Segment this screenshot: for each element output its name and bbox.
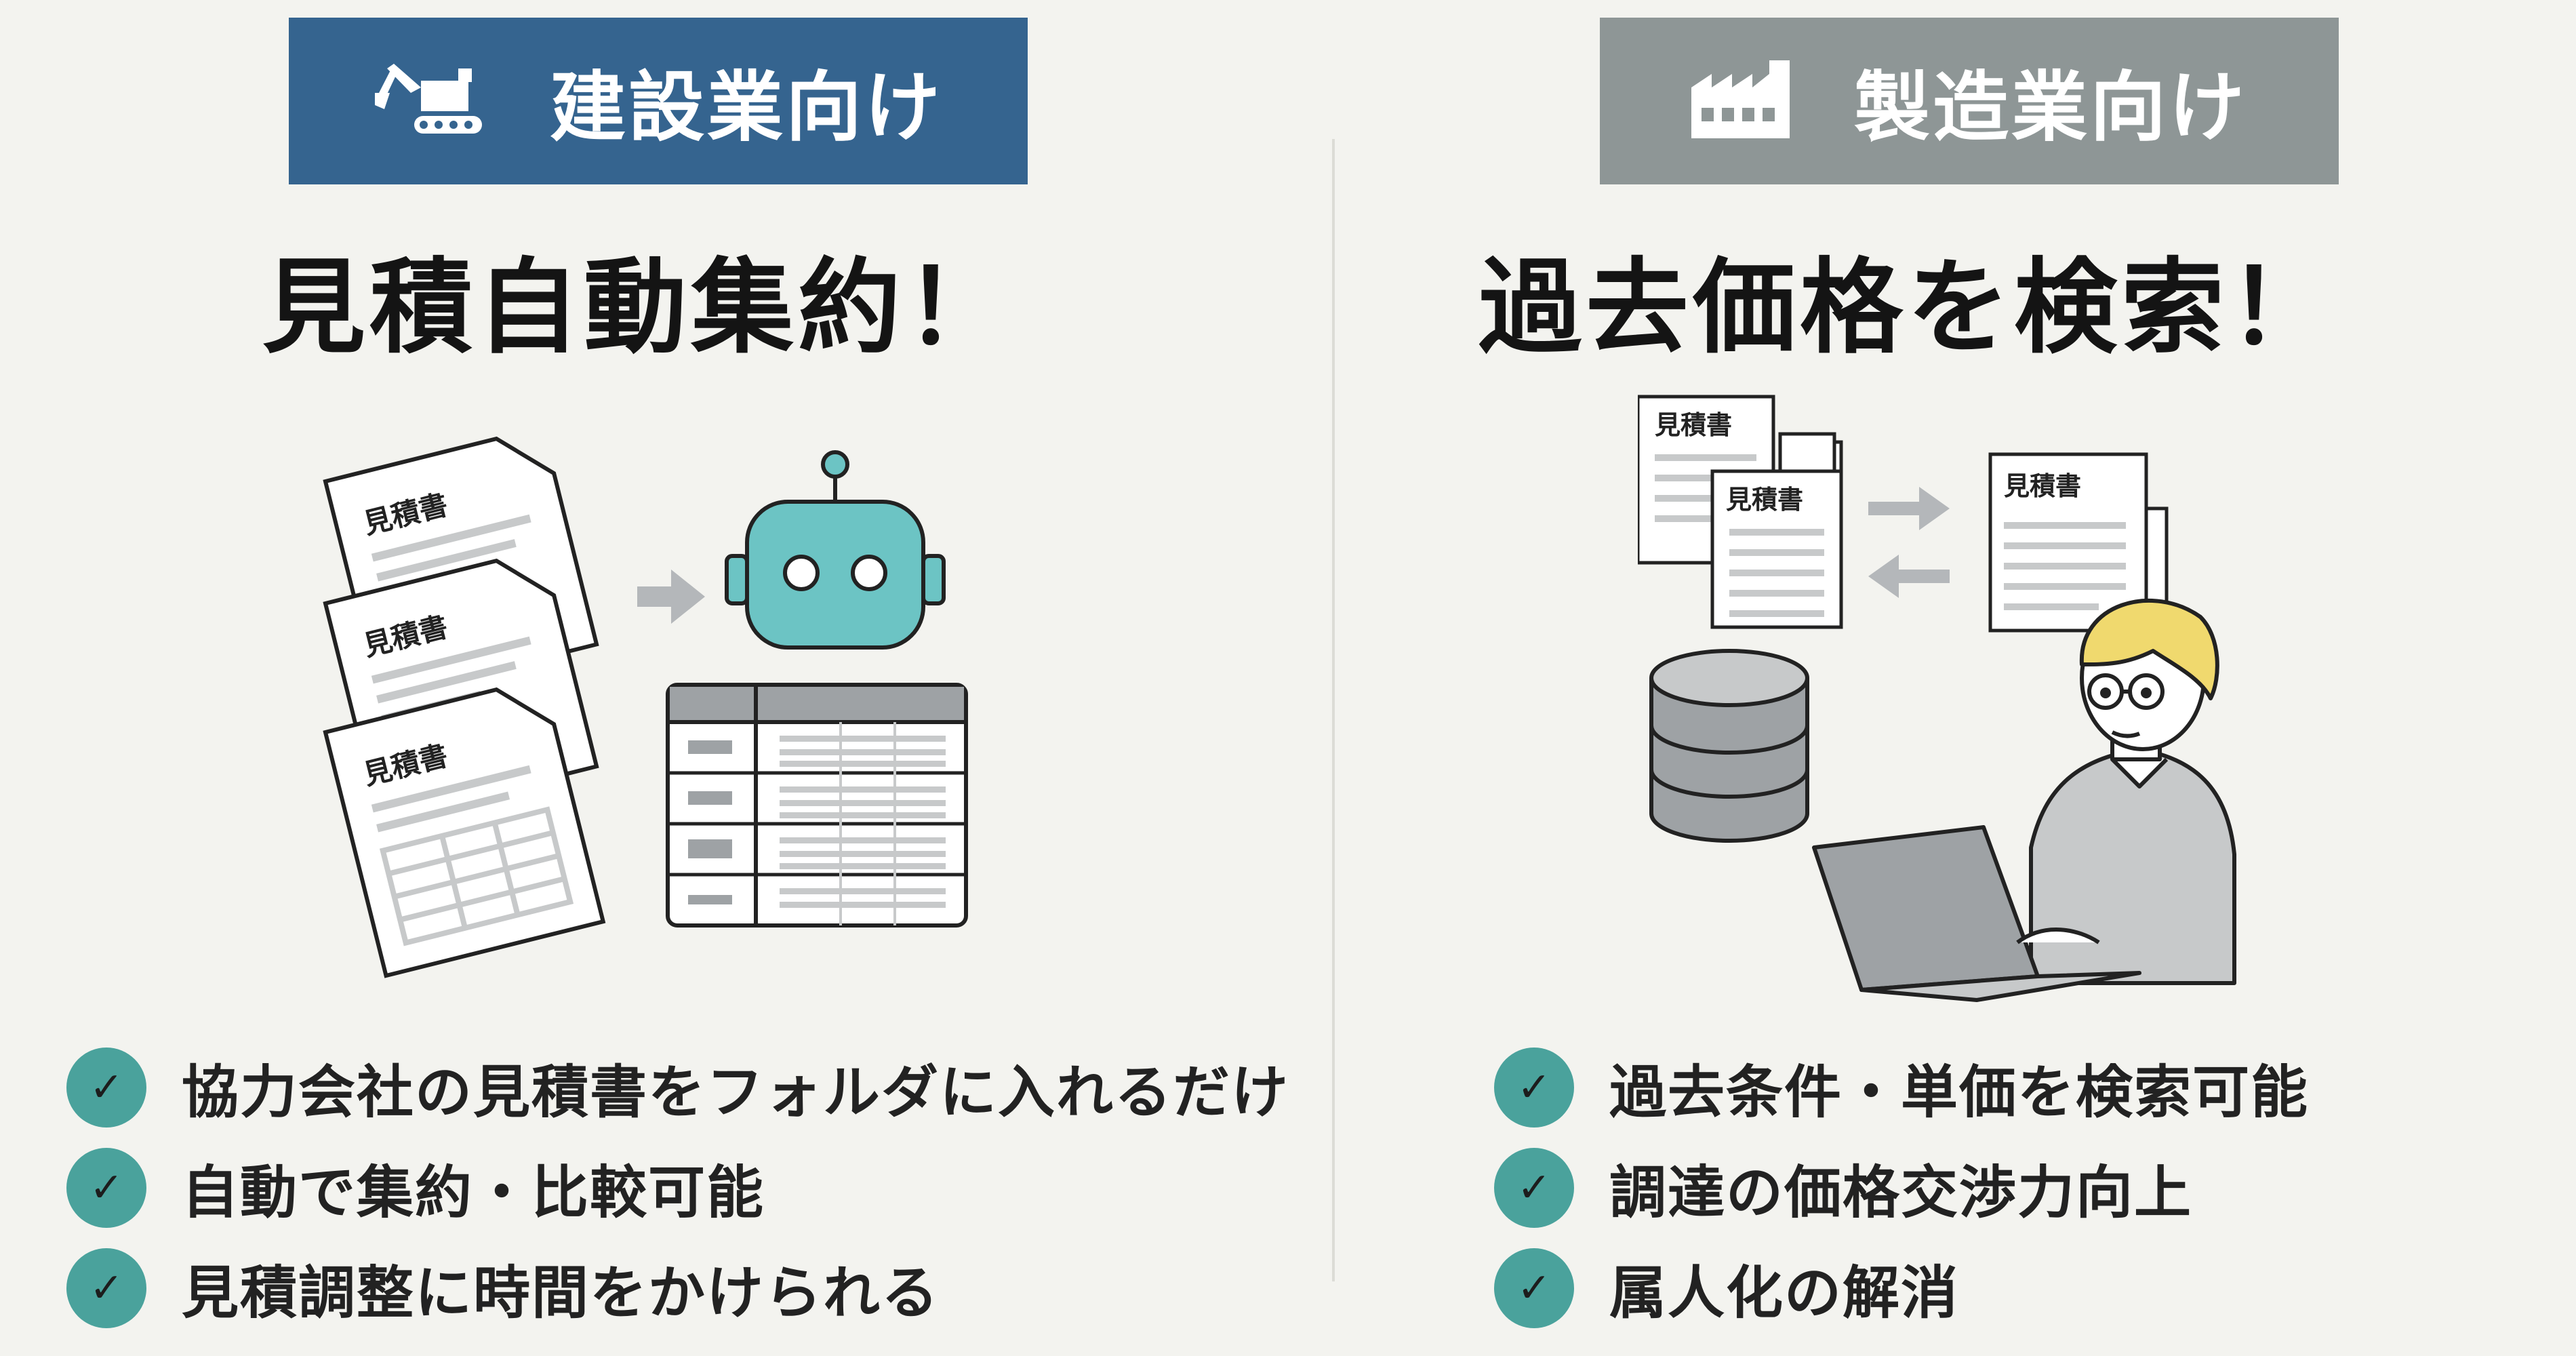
manufacturing-header: 製造業向け: [1600, 18, 2339, 184]
svg-text:見積書: 見積書: [2004, 471, 2081, 501]
check-icon: ✓: [1494, 1148, 1574, 1228]
list-item: ✓ 調達の価格交渉力向上: [1494, 1138, 2309, 1238]
feature-text: 協力会社の見積書をフォルダに入れるだけ: [182, 1058, 1290, 1125]
construction-feature-list: ✓ 協力会社の見積書をフォルダに入れるだけ ✓ 自動で集約・比較可能 ✓ 見積調…: [66, 1037, 1289, 1338]
feature-text: 自動で集約・比較可能: [182, 1159, 765, 1226]
construction-header: 建設業向け: [289, 18, 1028, 184]
arrow-right-icon: [1868, 487, 1950, 530]
list-item: ✓ 過去条件・単価を検索可能: [1494, 1037, 2309, 1138]
feature-text: 調達の価格交渉力向上: [1609, 1159, 2193, 1226]
check-icon: ✓: [1494, 1248, 1574, 1328]
feature-text: 過去条件・単価を検索可能: [1609, 1058, 2310, 1125]
check-icon: ✓: [1494, 1048, 1574, 1128]
arrow-left-icon: [1868, 555, 1950, 598]
person-icon: [2029, 598, 2236, 985]
database-icon: [1649, 649, 1809, 843]
manufacturing-headline: 過去価格を検索！: [1478, 247, 2335, 367]
svg-text:見積書: 見積書: [1655, 410, 1732, 440]
svg-text:見積書: 見積書: [1726, 485, 1803, 515]
check-icon: ✓: [66, 1048, 146, 1128]
list-item: ✓ 自動で集約・比較可能: [66, 1138, 1289, 1238]
list-item: ✓ 属人化の解消: [1494, 1238, 2309, 1338]
manufacturing-feature-list: ✓ 過去条件・単価を検索可能 ✓ 調達の価格交渉力向上 ✓ 属人化の解消: [1494, 1037, 2309, 1338]
feature-text: 属人化の解消: [1609, 1259, 1960, 1326]
laptop-icon: [1812, 825, 2141, 1002]
aggregated-table-icon: [666, 683, 968, 928]
feature-text: 見積調整に時間をかけられる: [182, 1259, 940, 1326]
robot-icon: [725, 450, 946, 650]
check-icon: ✓: [66, 1148, 146, 1228]
manufacturing-panel: 製造業向け 過去価格を検索！ 見積書 見積書 見積書: [1333, 0, 2576, 1356]
price-search-illustration: 見積書 見積書 見積書: [1638, 395, 2236, 1002]
construction-headline: 見積自動集約！: [262, 247, 1012, 367]
excavator-icon: [374, 60, 489, 142]
check-icon: ✓: [66, 1248, 146, 1328]
panel-divider: [1332, 139, 1335, 1281]
construction-panel: 建設業向け 見積自動集約！ 見積書 見積書 見積書: [66, 18, 1289, 1338]
list-item: ✓ 協力会社の見積書をフォルダに入れるだけ: [66, 1037, 1289, 1138]
construction-header-text: 建設業向け: [550, 64, 943, 152]
factory-icon: [1691, 60, 1793, 142]
manufacturing-header-text: 製造業向け: [1854, 64, 2247, 152]
list-item: ✓ 見積調整に時間をかけられる: [66, 1238, 1289, 1338]
arrow-right-icon: [637, 570, 705, 624]
estimate-aggregation-illustration: 見積書 見積書 見積書: [323, 436, 968, 978]
